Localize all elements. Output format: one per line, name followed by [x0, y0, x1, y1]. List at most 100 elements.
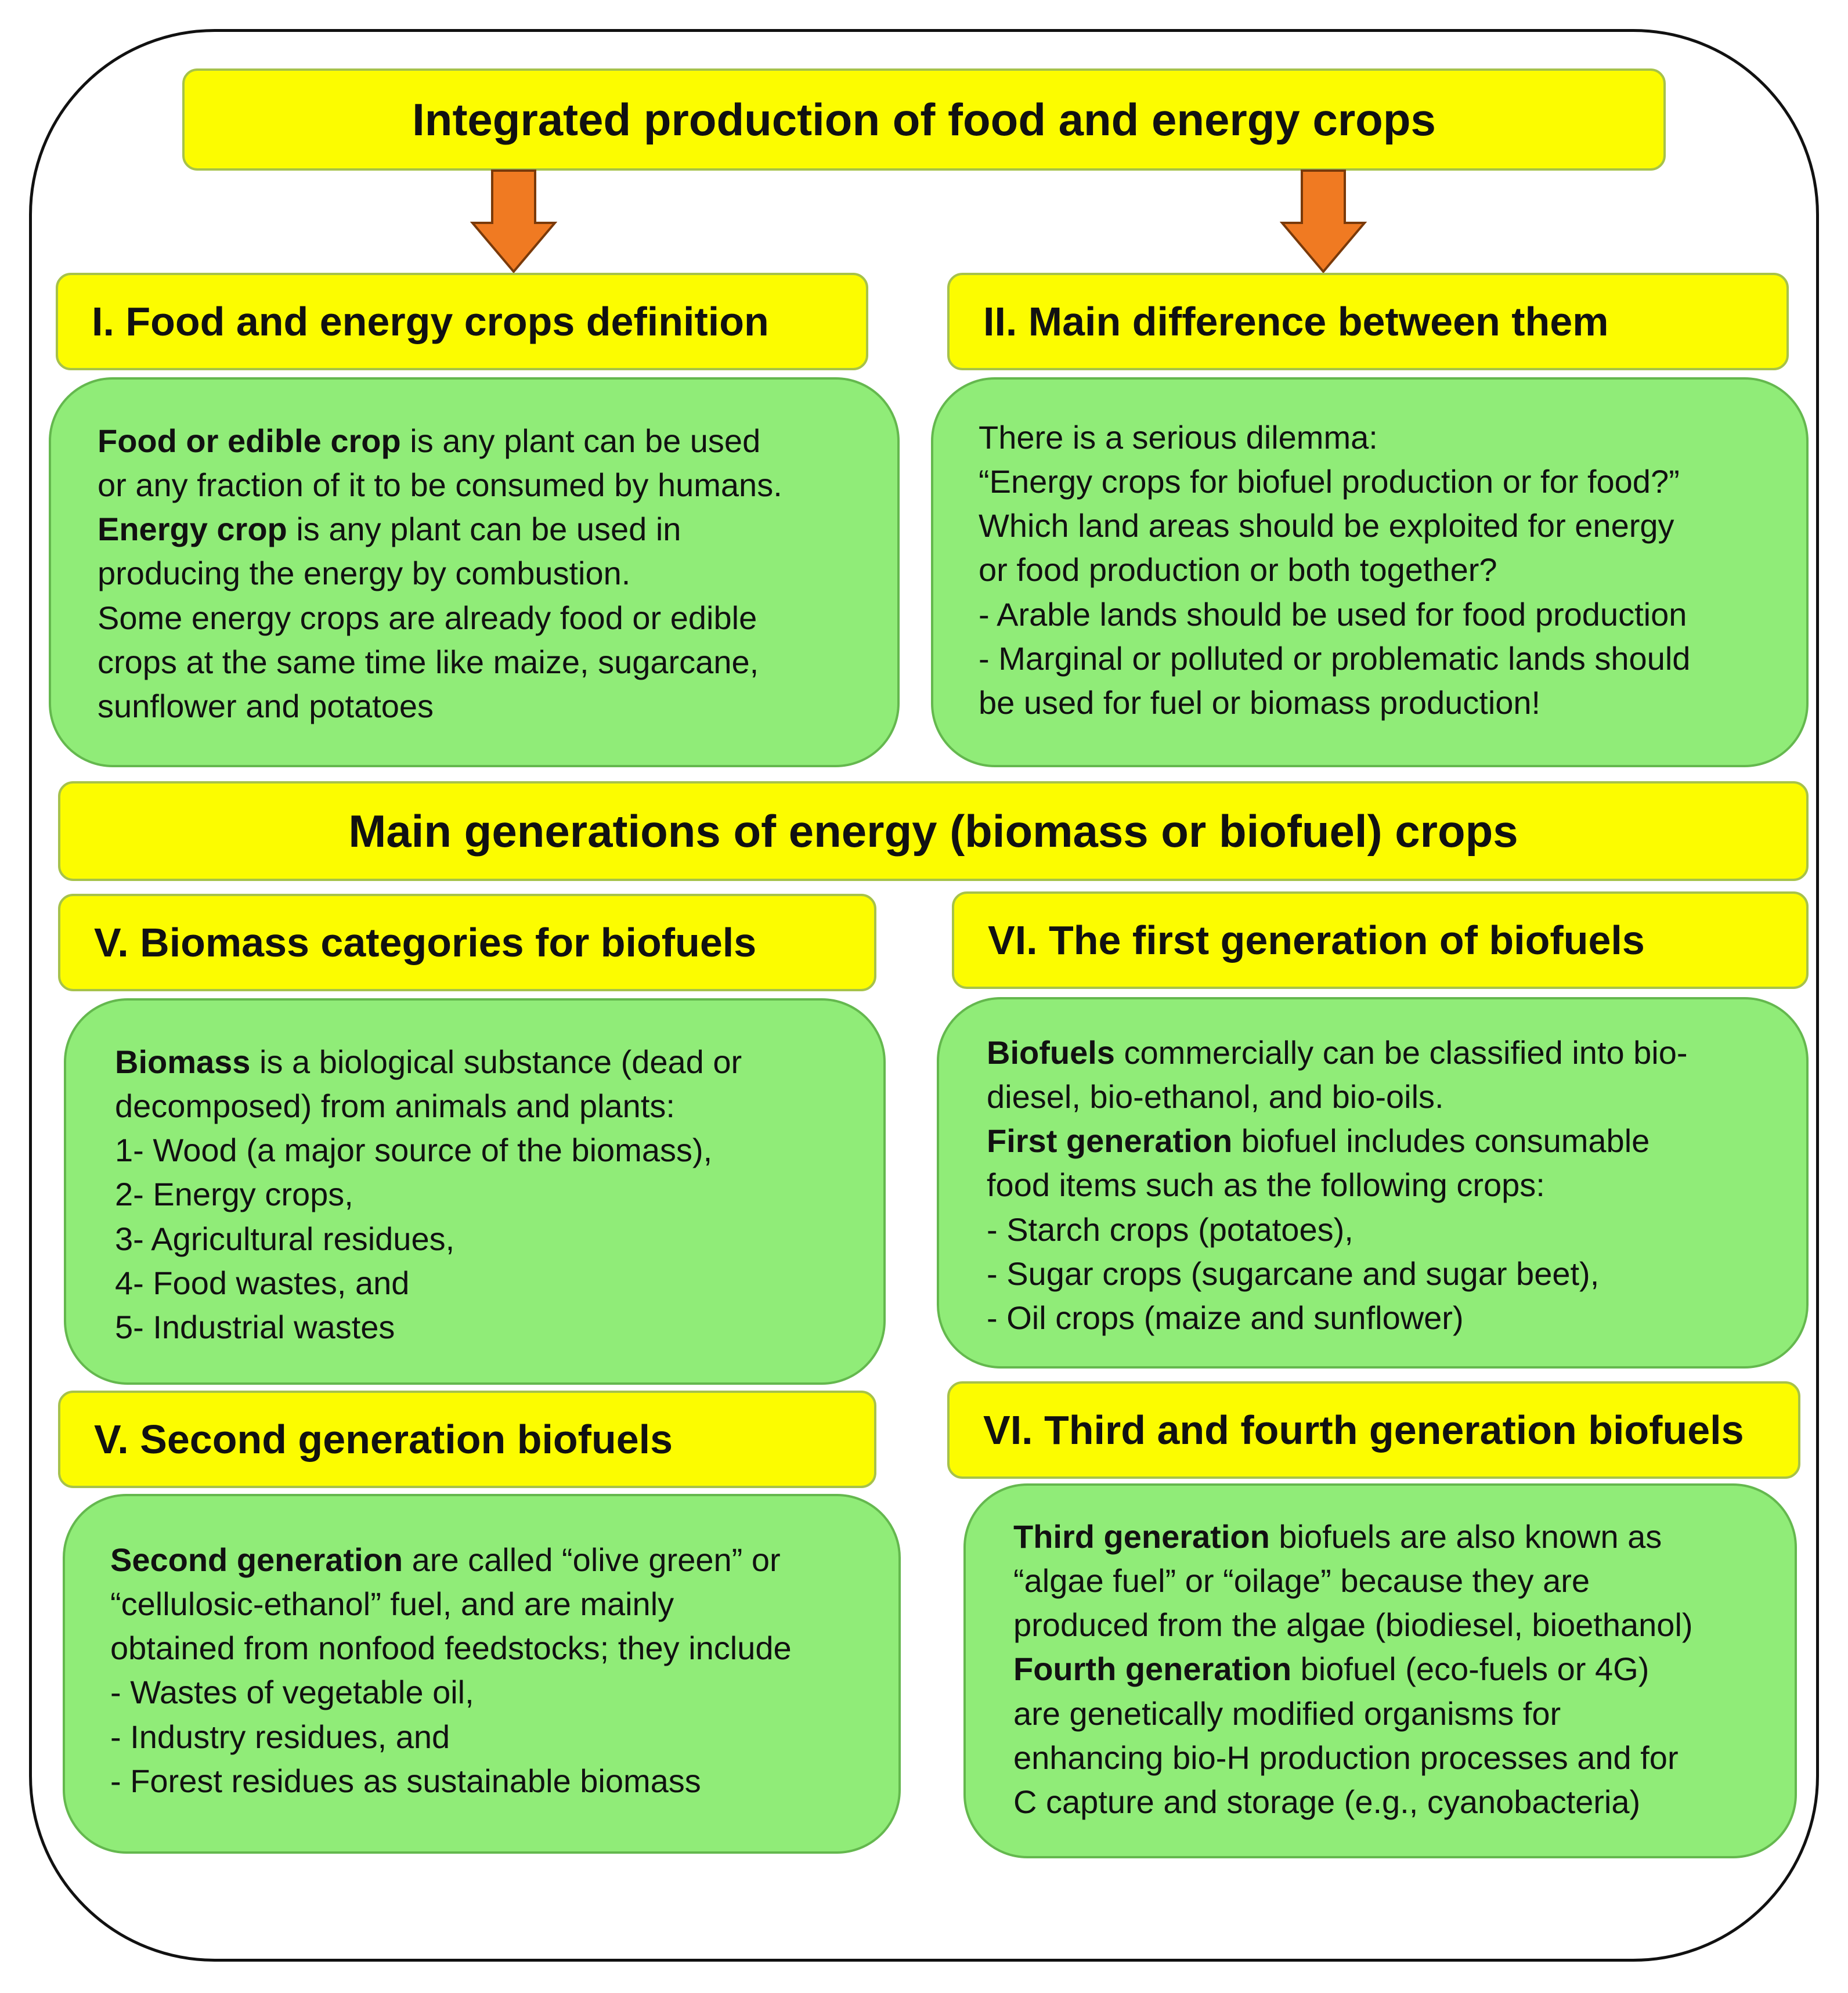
line-text: producing the energy by combustion. [98, 555, 631, 592]
line-text: be used for fuel or biomass production! [979, 684, 1541, 721]
body-line: or food production or both together? [979, 548, 1690, 592]
body-line: - Wastes of vegetable oil, [110, 1670, 792, 1714]
body-line: or any fraction of it to be consumed by … [98, 463, 782, 507]
body-line: produced from the algae (biodiesel, bioe… [1013, 1603, 1693, 1647]
section-1-box: Food or edible crop is any plant can be … [49, 377, 900, 767]
line-text: - Marginal or polluted or problematic la… [979, 640, 1691, 677]
body-line: First generation biofuel includes consum… [987, 1119, 1688, 1163]
line-text: 4- Food wastes, and [115, 1264, 410, 1301]
section-8-body: Third generation biofuels are also known… [1013, 1515, 1693, 1824]
body-line: - Sugar crops (sugarcane and sugar beet)… [987, 1252, 1688, 1296]
line-text: - Industry residues, and [110, 1718, 450, 1755]
line-text: - Sugar crops (sugarcane and sugar beet)… [987, 1255, 1600, 1292]
body-line: 4- Food wastes, and [115, 1261, 742, 1305]
line-text: “Energy crops for biofuel production or … [979, 463, 1680, 500]
main-title: Integrated production of food and energy… [182, 68, 1666, 171]
line-text: or food production or both together? [979, 551, 1497, 588]
line-text: C capture and storage (e.g., cyanobacter… [1013, 1783, 1641, 1820]
body-line: 1- Wood (a major source of the biomass), [115, 1128, 742, 1172]
line-text: biofuel includes consumable [1232, 1122, 1650, 1160]
section-8-heading: VI. Third and fourth generation biofuels [947, 1381, 1800, 1479]
bold-term: Energy crop [98, 511, 287, 548]
section-1-heading: I. Food and energy crops definition [56, 273, 868, 370]
line-text: is a biological substance (dead or [250, 1044, 742, 1080]
section-8-box: Third generation biofuels are also known… [963, 1483, 1797, 1858]
bold-term: Fourth generation [1013, 1651, 1292, 1688]
line-text: There is a serious dilemma: [979, 419, 1378, 456]
body-line: 5- Industrial wastes [115, 1305, 742, 1349]
line-text: biofuel (eco-fuels or 4G) [1291, 1651, 1650, 1688]
line-text: Some energy crops are already food or ed… [98, 599, 757, 636]
body-line: Fourth generation biofuel (eco-fuels or … [1013, 1647, 1693, 1691]
body-line: Which land areas should be exploited for… [979, 504, 1690, 548]
body-line: - Forest residues as sustainable biomass [110, 1759, 792, 1803]
body-line: - Industry residues, and [110, 1715, 792, 1759]
body-line: Biomass is a biological substance (dead … [115, 1040, 742, 1084]
section-5-body: Biomass is a biological substance (dead … [115, 1040, 742, 1349]
body-line: producing the energy by combustion. [98, 551, 782, 595]
line-text: diesel, bio-ethanol, and bio-oils. [987, 1078, 1444, 1115]
body-line: - Oil crops (maize and sunflower) [987, 1296, 1688, 1340]
line-text: obtained from nonfood feedstocks; they i… [110, 1630, 792, 1667]
body-line: “cellulosic-ethanol” fuel, and are mainl… [110, 1582, 792, 1626]
body-line: are genetically modified organisms for [1013, 1692, 1693, 1736]
body-line: enhancing bio-H production processes and… [1013, 1736, 1693, 1780]
body-line: Some energy crops are already food or ed… [98, 596, 782, 640]
line-text: biofuels are also known as [1269, 1518, 1662, 1555]
section-7-body: Second generation are called “olive gree… [110, 1538, 792, 1803]
body-line: 3- Agricultural residues, [115, 1217, 742, 1261]
line-text: 1- Wood (a major source of the biomass), [115, 1132, 713, 1169]
line-text: “cellulosic-ethanol” fuel, and are mainl… [110, 1586, 674, 1623]
arrow-down-left-icon [470, 169, 557, 274]
section-7-box: Second generation are called “olive gree… [63, 1494, 901, 1854]
body-line: diesel, bio-ethanol, and bio-oils. [987, 1075, 1688, 1119]
line-text: sunflower and potatoes [98, 687, 434, 724]
bold-term: Biofuels [987, 1034, 1115, 1071]
body-line: Second generation are called “olive gree… [110, 1538, 792, 1582]
section-7-heading: V. Second generation biofuels [58, 1391, 876, 1488]
body-line: food items such as the following crops: [987, 1163, 1688, 1207]
line-text: 2- Energy crops, [115, 1176, 353, 1213]
section-2-box: There is a serious dilemma: “Energy crops… [931, 377, 1809, 767]
body-line: sunflower and potatoes [98, 684, 782, 728]
body-line: - Starch crops (potatoes), [987, 1208, 1688, 1252]
line-text: or any fraction of it to be consumed by … [98, 467, 782, 504]
body-line: “Energy crops for biofuel production or … [979, 460, 1690, 504]
section-6-heading: VI. The first generation of biofuels [952, 891, 1809, 989]
line-text: food items such as the following crops: [987, 1167, 1545, 1204]
line-text: 5- Industrial wastes [115, 1308, 395, 1345]
line-text: crops at the same time like maize, sugar… [98, 643, 759, 680]
line-text: - Oil crops (maize and sunflower) [987, 1299, 1464, 1336]
line-text: produced from the algae (biodiesel, bioe… [1013, 1606, 1693, 1644]
body-line: Third generation biofuels are also known… [1013, 1515, 1693, 1559]
generations-heading: Main generations of energy (biomass or b… [58, 781, 1809, 881]
section-5-heading: V. Biomass categories for biofuels [58, 894, 876, 991]
body-line: decomposed) from animals and plants: [115, 1084, 742, 1128]
line-text: 3- Agricultural residues, [115, 1220, 455, 1257]
body-line: Biofuels commercially can be classified … [987, 1031, 1688, 1075]
line-text: Which land areas should be exploited for… [979, 507, 1674, 544]
line-text: is any plant can be used [400, 423, 761, 459]
line-text: - Arable lands should be used for food p… [979, 595, 1687, 633]
line-text: are called “olive green” or [403, 1541, 781, 1578]
body-line: Food or edible crop is any plant can be … [98, 419, 782, 463]
body-line: C capture and storage (e.g., cyanobacter… [1013, 1780, 1693, 1824]
section-6-box: Biofuels commercially can be classified … [937, 997, 1809, 1369]
body-line: 2- Energy crops, [115, 1172, 742, 1216]
section-6-body: Biofuels commercially can be classified … [987, 1031, 1688, 1340]
line-text: commercially can be classified into bio- [1114, 1034, 1688, 1071]
body-line: - Marginal or polluted or problematic la… [979, 637, 1690, 681]
body-line: “algae fuel” or “oilage” because they ar… [1013, 1559, 1693, 1603]
arrow-down-right-icon [1280, 169, 1367, 274]
body-line: Energy crop is any plant can be used in [98, 507, 782, 551]
line-text: - Starch crops (potatoes), [987, 1211, 1353, 1248]
body-line: There is a serious dilemma: [979, 416, 1690, 460]
line-text: - Wastes of vegetable oil, [110, 1674, 474, 1711]
line-text: is any plant can be used in [287, 511, 681, 548]
line-text: “algae fuel” or “oilage” because they ar… [1013, 1562, 1590, 1600]
section-2-heading: II. Main difference between them [947, 273, 1789, 370]
body-line: crops at the same time like maize, sugar… [98, 640, 782, 684]
section-2-body: There is a serious dilemma: “Energy crops… [979, 416, 1690, 725]
line-text: are genetically modified organisms for [1013, 1695, 1561, 1732]
section-1-body: Food or edible crop is any plant can be … [98, 419, 782, 728]
